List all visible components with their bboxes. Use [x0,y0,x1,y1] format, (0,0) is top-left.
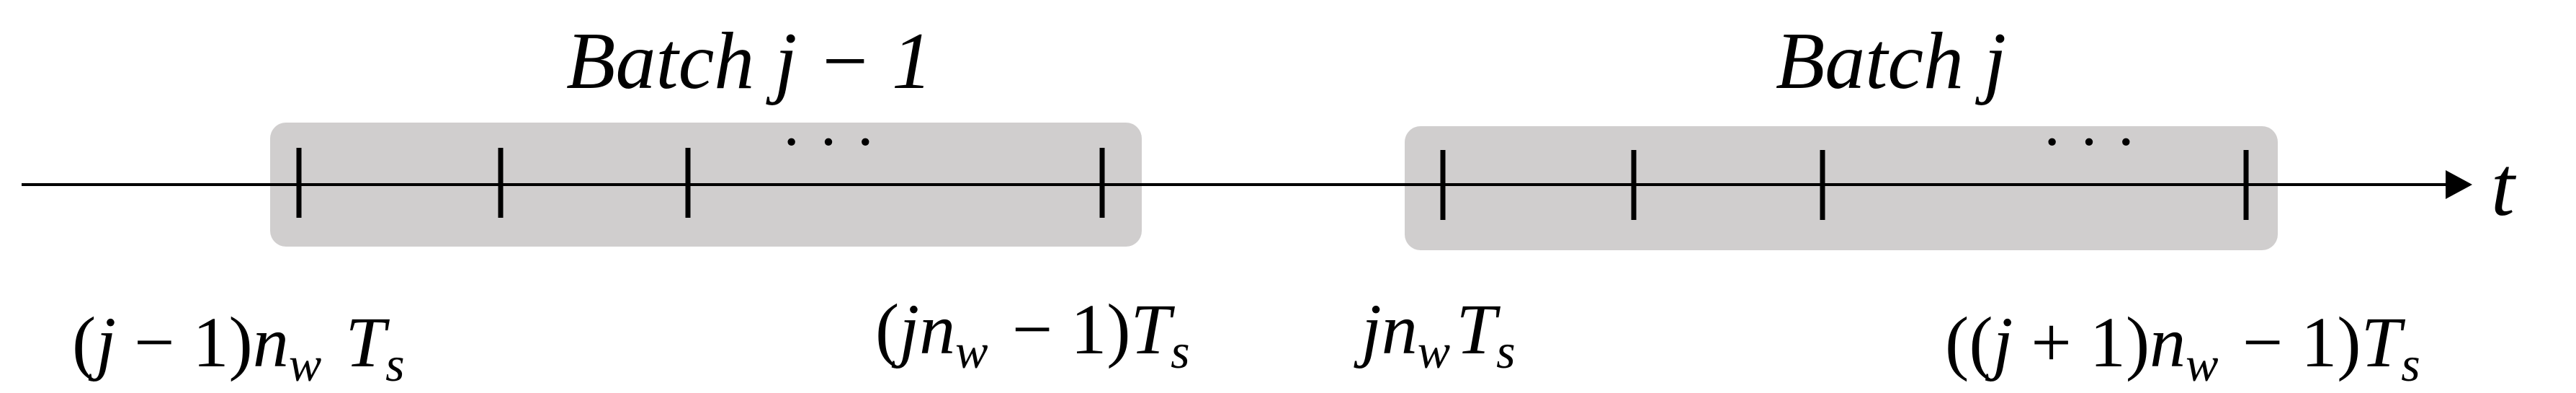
batch-prev-title: Batch j − 1 [566,17,932,106]
batch-current-ticks [1440,150,2249,220]
time-axis-label: t [2491,139,2517,234]
batch-prev-start-label: (j − 1)nw Ts [72,302,411,392]
time-axis-arrowhead [2446,170,2472,199]
batch-prev-end-label: (jnw − 1)Ts [875,289,1196,379]
batch-box-current [1405,126,2278,250]
batch-current-end-label: ((j + 1)nw − 1)Ts [1945,302,2426,392]
batch-current-title: Batch j [1776,17,2006,106]
batch-current-start-label: jnw Ts [1354,289,1521,379]
batch-current-ellipsis: · · · [2041,107,2137,177]
batch-prev-ticks [296,148,1105,218]
batch-prev-ellipsis: · · · [781,107,876,177]
